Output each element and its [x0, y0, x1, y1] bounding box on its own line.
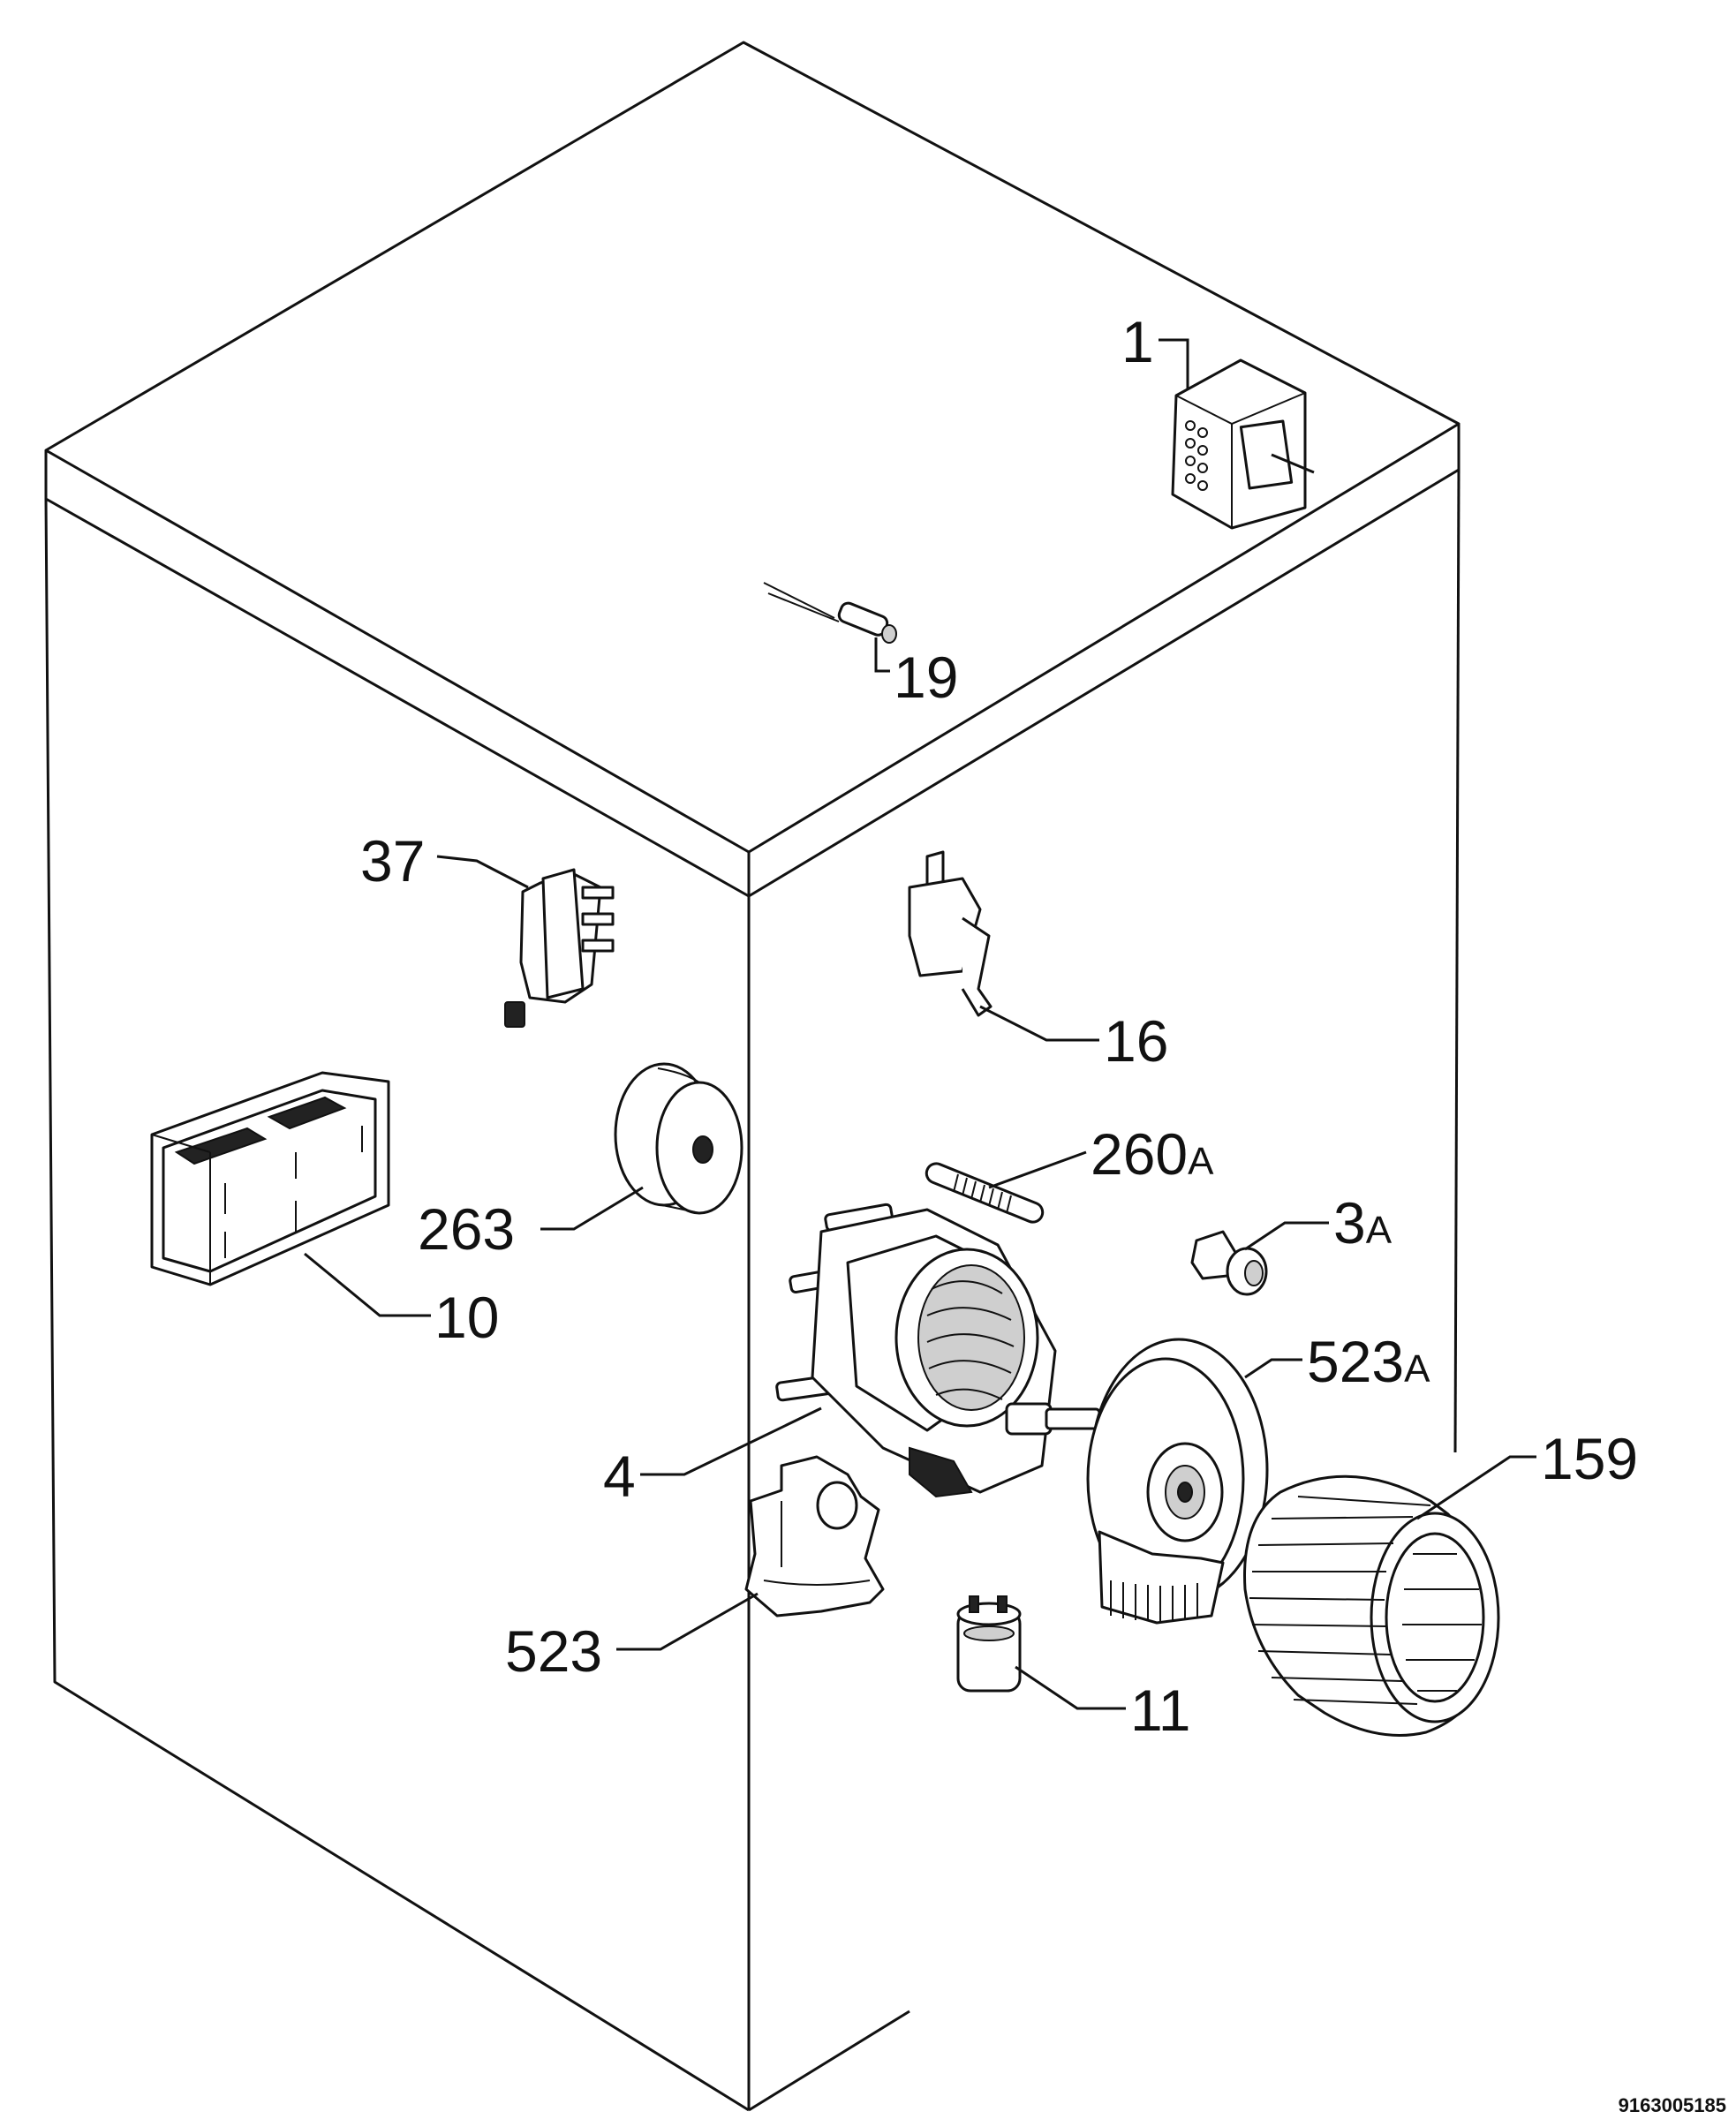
- callout-leader-16: [979, 1005, 1099, 1042]
- motor-part-4: [775, 1203, 1101, 1498]
- knob-part-3A: [1190, 1230, 1268, 1296]
- callout-leader-1: [1159, 338, 1189, 388]
- callout-16: 16: [1104, 1008, 1168, 1074]
- timer-switch-part-1: [1171, 358, 1315, 530]
- callout-leader-263: [540, 1186, 644, 1231]
- callout-260A-number: 260: [1091, 1121, 1188, 1187]
- callout-260A-suffix: A: [1188, 1140, 1214, 1183]
- callout-19: 19: [894, 645, 958, 710]
- callout-leader-19: [874, 637, 890, 673]
- callout-37: 37: [360, 828, 425, 894]
- callout-leader-37: [436, 855, 529, 889]
- callout-leader-3A: [1244, 1221, 1329, 1251]
- callout-11: 11: [1130, 1678, 1191, 1743]
- callout-523: 523: [505, 1618, 602, 1684]
- callout-4: 4: [603, 1444, 636, 1509]
- capacitor-part-11: [956, 1595, 1022, 1693]
- callout-leader-159: [1416, 1455, 1536, 1520]
- callout-leader-10: [304, 1252, 431, 1317]
- fan-housing-part-523A: [1086, 1338, 1269, 1625]
- document-id: 9163005185: [1619, 2094, 1726, 2116]
- callout-3A-number: 3: [1333, 1190, 1366, 1256]
- door-switch-part-16: [908, 850, 993, 1017]
- callout-260A: 260A: [1091, 1121, 1214, 1187]
- idler-pulley-part-263: [614, 1062, 743, 1215]
- lint-filter-part-10: [150, 1071, 390, 1286]
- fan-wheel-part-159: [1243, 1474, 1500, 1737]
- tension-spring-part-260A: [925, 1162, 1045, 1224]
- callout-leader-260A: [988, 1150, 1087, 1189]
- callout-523A-suffix: A: [1404, 1347, 1430, 1391]
- callout-1: 1: [1121, 309, 1154, 374]
- callout-leader-523: [616, 1592, 759, 1651]
- callout-3A: 3A: [1333, 1190, 1393, 1256]
- connector-block-part-37: [504, 868, 615, 1028]
- callout-263: 263: [418, 1196, 515, 1262]
- callout-leader-523A: [1244, 1358, 1302, 1379]
- callout-leader-11: [1015, 1665, 1126, 1710]
- callout-leader-4: [640, 1406, 822, 1476]
- sensor-part-19: [763, 582, 897, 644]
- callout-159: 159: [1541, 1426, 1638, 1491]
- callout-523A: 523A: [1307, 1329, 1430, 1394]
- dryer-cabinet: [44, 41, 1461, 2112]
- motor-bracket-part-523: [744, 1455, 885, 1618]
- callout-3A-suffix: A: [1366, 1209, 1393, 1252]
- callout-523A-number: 523: [1307, 1329, 1404, 1394]
- callout-10: 10: [434, 1285, 499, 1350]
